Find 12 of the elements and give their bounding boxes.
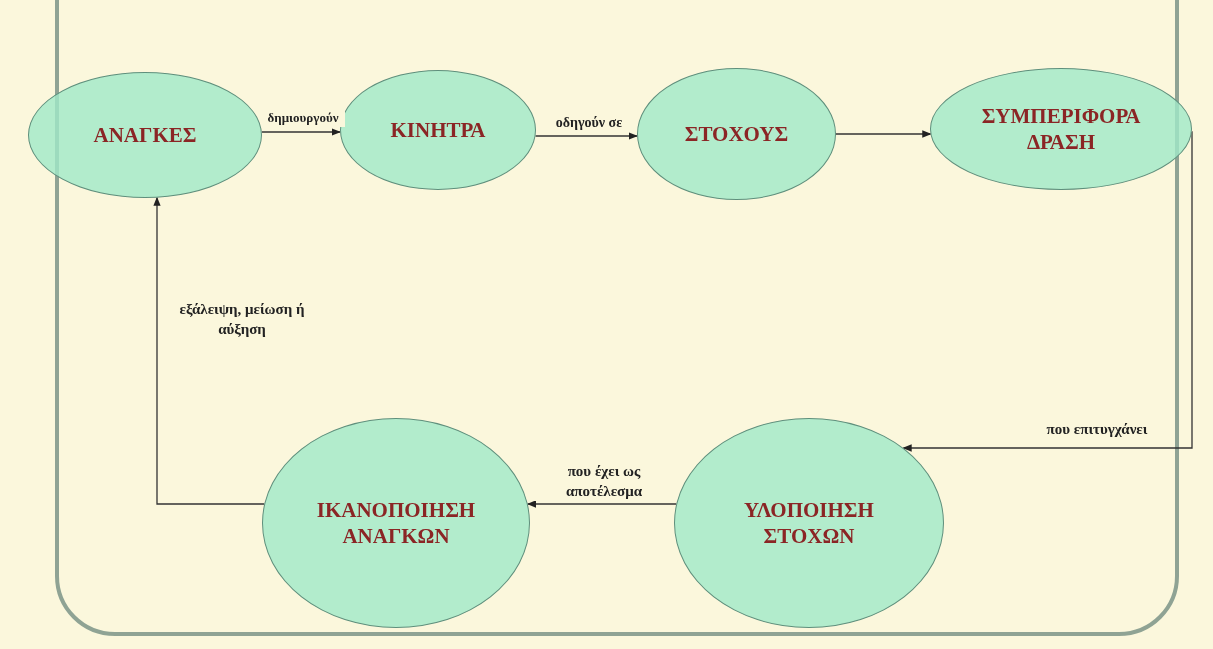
node-label: ΥΛΟΠΟΙΗΣΗ ΣΤΟΧΩΝ <box>743 496 875 550</box>
arrow <box>526 500 677 508</box>
arrow <box>902 131 1193 452</box>
arrow <box>261 128 341 136</box>
node-label: ΣΥΜΠΕΡΙΦΟΡΑ ΔΡΑΣΗ <box>980 102 1142 156</box>
node-label: ΙΚΑΝΟΠΟΙΗΣΗ ΑΝΑΓΚΩΝ <box>315 496 477 550</box>
node-label: ΣΤΟΧΟΥΣ <box>684 120 789 148</box>
arrow <box>534 132 638 140</box>
arrow <box>835 130 932 138</box>
node-label: ΚΙΝΗΤΡΑ <box>390 116 486 144</box>
arrow <box>153 196 265 505</box>
node-label: ΑΝΑΓΚΕΣ <box>93 121 197 149</box>
